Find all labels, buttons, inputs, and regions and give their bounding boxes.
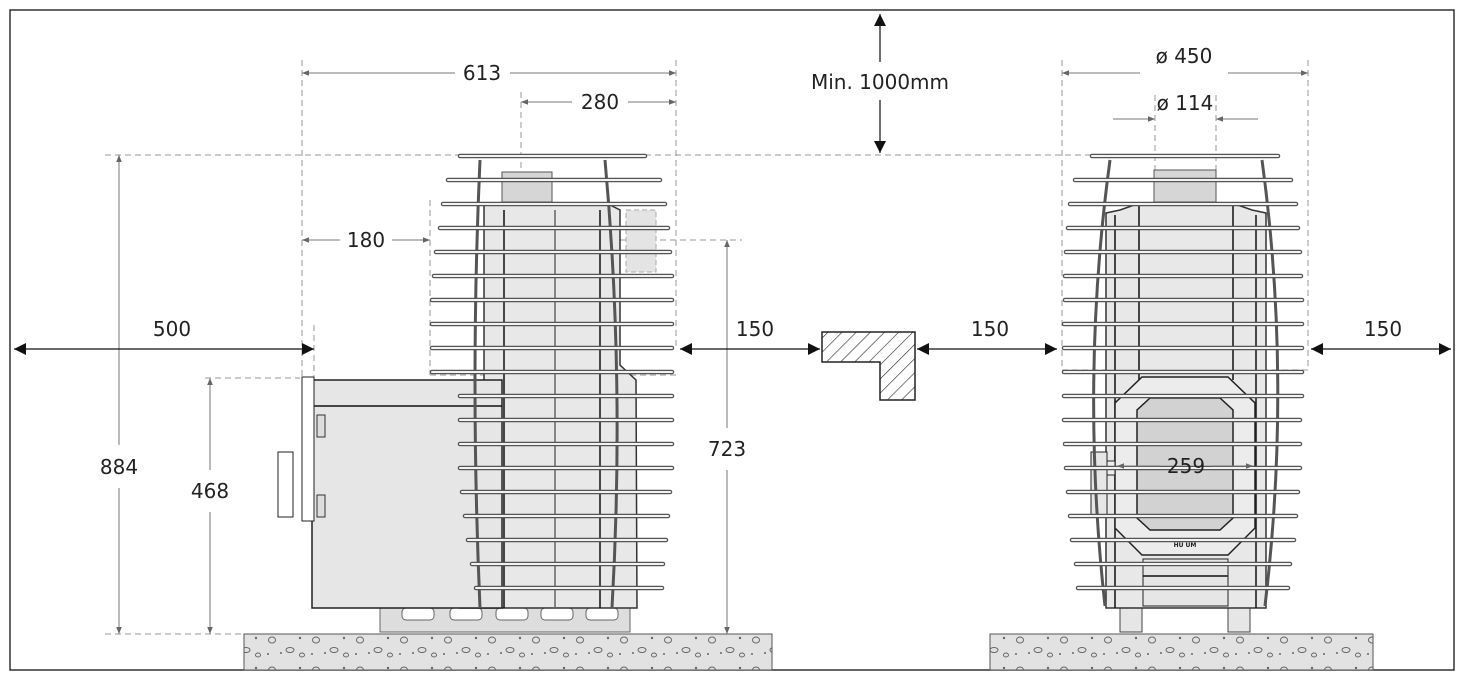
chimney-collar-front: [1153, 169, 1217, 203]
dim-150-left: 150: [680, 317, 820, 355]
dim-label: 259: [1167, 454, 1205, 478]
stove-front-view: HU UM: [1061, 153, 1305, 633]
floor-slab-side: [243, 633, 773, 671]
dim-label: ø 114: [1157, 91, 1214, 115]
dim-500-clearance: 500: [14, 317, 314, 355]
dim-label: Min. 1000mm: [811, 70, 949, 94]
reference-lines: [105, 60, 1309, 635]
chimney-collar-side: [501, 171, 553, 203]
dim-diameter-114: ø 114: [1113, 91, 1258, 122]
dim-label: 884: [100, 455, 138, 479]
dim-label: ø 450: [1156, 44, 1213, 68]
dim-468: 468: [191, 378, 229, 634]
dim-150-right: 150: [1311, 317, 1451, 355]
dim-723: 723: [708, 240, 746, 634]
dim-label: 468: [191, 479, 229, 503]
dim-label: 613: [463, 61, 501, 85]
dim-label: 500: [153, 317, 191, 341]
door-frame-side: [301, 376, 315, 522]
wall-section-hatch: [821, 331, 916, 401]
dim-label: 150: [736, 317, 774, 341]
dim-label: 180: [347, 228, 385, 252]
huum-logo: HU UM: [1174, 542, 1197, 549]
stove-side-view: [277, 153, 675, 633]
dim-label: 723: [708, 437, 746, 461]
dim-label: 280: [581, 90, 619, 114]
dim-280: 280: [521, 90, 676, 114]
door-handle-side: [277, 451, 294, 518]
dim-ceiling-clearance: Min. 1000mm: [811, 13, 949, 153]
dim-label: 150: [971, 317, 1009, 341]
dim-diameter-450: ø 450: [1062, 44, 1308, 76]
dim-label: 150: [1364, 317, 1402, 341]
floor-slab-front: [989, 633, 1374, 671]
dim-884: 884: [100, 155, 138, 634]
dim-180: 180: [302, 228, 430, 252]
dim-150-mid: 150: [917, 317, 1057, 355]
dim-613: 613: [302, 61, 676, 85]
dim-259: 259: [1117, 454, 1253, 478]
